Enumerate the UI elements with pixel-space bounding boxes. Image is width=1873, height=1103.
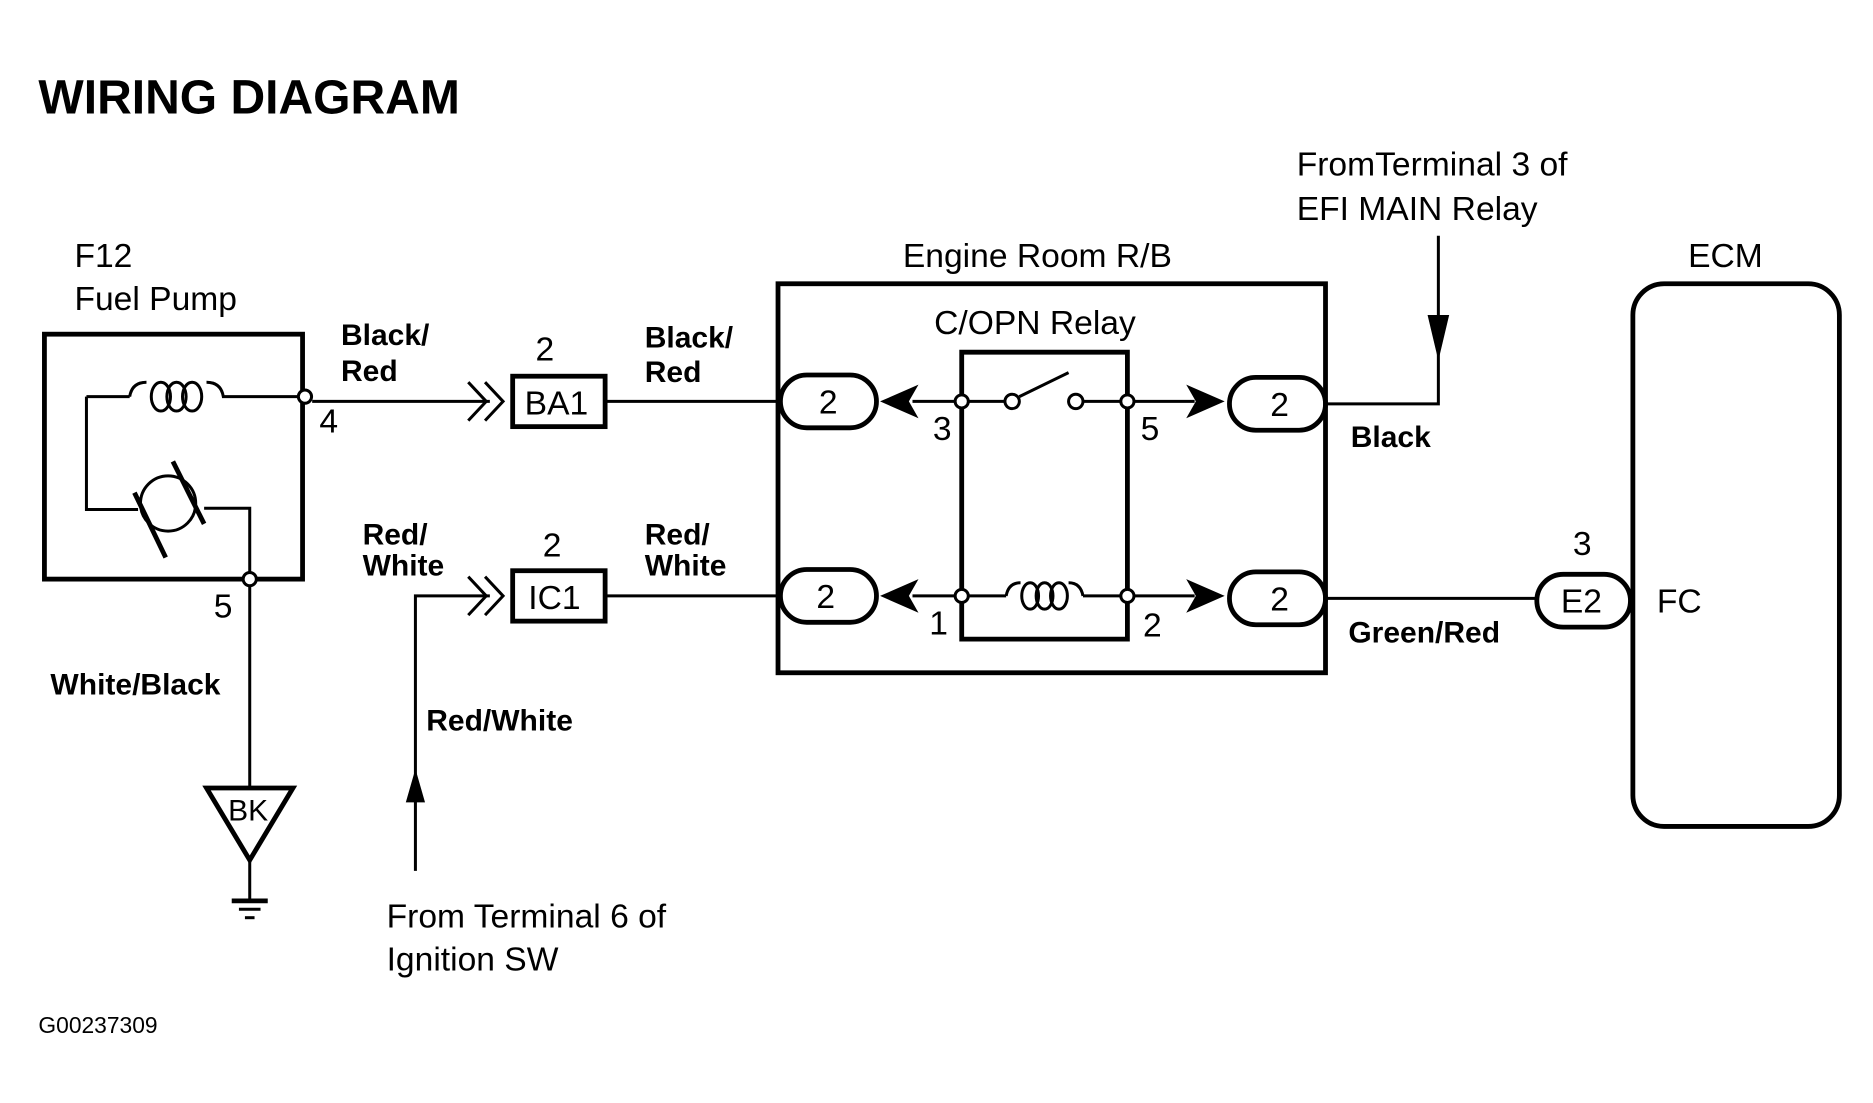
relay-pin-2: 2 bbox=[1143, 608, 1162, 645]
relay-block-title: Engine Room R/B bbox=[903, 238, 1172, 275]
arrow-left-icon bbox=[880, 579, 919, 613]
source-ignition-line2: Ignition SW bbox=[387, 942, 559, 979]
relay-name: C/OPN Relay bbox=[934, 305, 1136, 342]
connector-ba1[interactable]: BA1 2 bbox=[467, 332, 608, 430]
wire-label-white-black: White/Black bbox=[50, 668, 220, 701]
switch-icon bbox=[1003, 371, 1085, 411]
relay-pin-5: 5 bbox=[1141, 411, 1160, 448]
source-efi-line2: EFI MAIN Relay bbox=[1297, 191, 1538, 228]
pin-5-node bbox=[241, 571, 258, 588]
wire-label-red-white-feed: Red/White bbox=[426, 704, 573, 737]
wire-label-green-red: Green/Red bbox=[1348, 617, 1500, 650]
arrow-right-icon bbox=[1186, 579, 1225, 613]
connector-bottom-left-pin: 2 bbox=[816, 579, 835, 616]
connector-ba1-pin: 2 bbox=[535, 332, 554, 369]
connector-e2-label: E2 bbox=[1561, 584, 1602, 621]
arrow-down-icon bbox=[1427, 314, 1450, 361]
wire-label-red-white-2: Red/ bbox=[645, 518, 711, 551]
connector-chevron-icon bbox=[467, 381, 489, 422]
arrow-left-icon bbox=[880, 384, 919, 419]
fuel-pump-pin-5: 5 bbox=[214, 589, 233, 626]
ground-symbol-icon bbox=[231, 898, 268, 920]
engine-room-relay-block[interactable]: Engine Room R/B C/OPN Relay 2 2 3 5 2 bbox=[775, 238, 1328, 676]
connector-ba1-label: BA1 bbox=[525, 386, 589, 423]
fuel-pump[interactable]: F12 Fuel Pump 4 5 bbox=[42, 238, 338, 626]
connector-top-left-pin: 2 bbox=[819, 384, 838, 421]
motor-icon bbox=[132, 460, 207, 559]
ecm-box bbox=[1630, 281, 1842, 829]
connector-e2[interactable] bbox=[1534, 571, 1633, 630]
connector-top-left[interactable] bbox=[778, 372, 879, 431]
arrow-up-icon bbox=[405, 768, 426, 803]
wire-label-black: Black bbox=[1351, 421, 1431, 454]
wire-label-black-red-2: Black/ bbox=[645, 321, 734, 354]
wire-label-black-red-1: Black/ bbox=[341, 319, 430, 352]
coil-icon bbox=[128, 380, 303, 413]
relay-coil-icon bbox=[1004, 581, 1085, 611]
ecm-terminal-fc: FC bbox=[1657, 584, 1702, 621]
wire-label-black-red-2b: Red bbox=[645, 356, 702, 389]
connector-chevron-icon bbox=[467, 575, 489, 617]
figure-code: G00237309 bbox=[38, 1012, 157, 1038]
arrow-right-icon bbox=[1186, 384, 1225, 419]
ground-triangle-icon bbox=[202, 785, 298, 865]
wire-label-red-white-1b: White bbox=[363, 550, 445, 583]
fuel-pump-id: F12 bbox=[74, 238, 132, 275]
relay-pin-1: 1 bbox=[929, 605, 948, 642]
source-ignition-line1: From Terminal 6 of bbox=[387, 898, 667, 935]
connector-bottom-left[interactable] bbox=[778, 567, 879, 625]
pin-4-node bbox=[296, 388, 314, 405]
ecm-title: ECM bbox=[1688, 238, 1763, 275]
connector-bottom-right-pin: 2 bbox=[1270, 581, 1289, 618]
wire-label-red-white-2b: White bbox=[645, 550, 727, 583]
diagram-title: WIRING DIAGRAM bbox=[38, 71, 459, 124]
source-efi-line1: FromTerminal 3 of bbox=[1297, 147, 1568, 184]
connector-top-right-pin: 2 bbox=[1270, 387, 1289, 424]
connector-ic1-pin: 2 bbox=[543, 527, 562, 564]
relay-block-box bbox=[775, 281, 1328, 676]
ground-label: BK bbox=[228, 794, 268, 827]
fuel-pump-box bbox=[42, 331, 305, 582]
connector-ic1-label: IC1 bbox=[528, 580, 580, 617]
relay-pin-3: 3 bbox=[933, 411, 952, 448]
wire-efi-feed[interactable] bbox=[1325, 235, 1440, 406]
fuel-pump-pin-4: 4 bbox=[319, 404, 338, 441]
ecm[interactable]: ECM E2 3 FC bbox=[1534, 238, 1842, 829]
fuel-pump-name: Fuel Pump bbox=[74, 281, 237, 318]
connector-ic1[interactable]: IC1 2 bbox=[467, 527, 608, 624]
wire-label-red-white-1: Red/ bbox=[363, 518, 429, 551]
wire-label-black-red-1b: Red bbox=[341, 355, 398, 388]
connector-e2-pin: 3 bbox=[1573, 526, 1592, 563]
ground-point-bk[interactable]: BK bbox=[202, 785, 298, 920]
